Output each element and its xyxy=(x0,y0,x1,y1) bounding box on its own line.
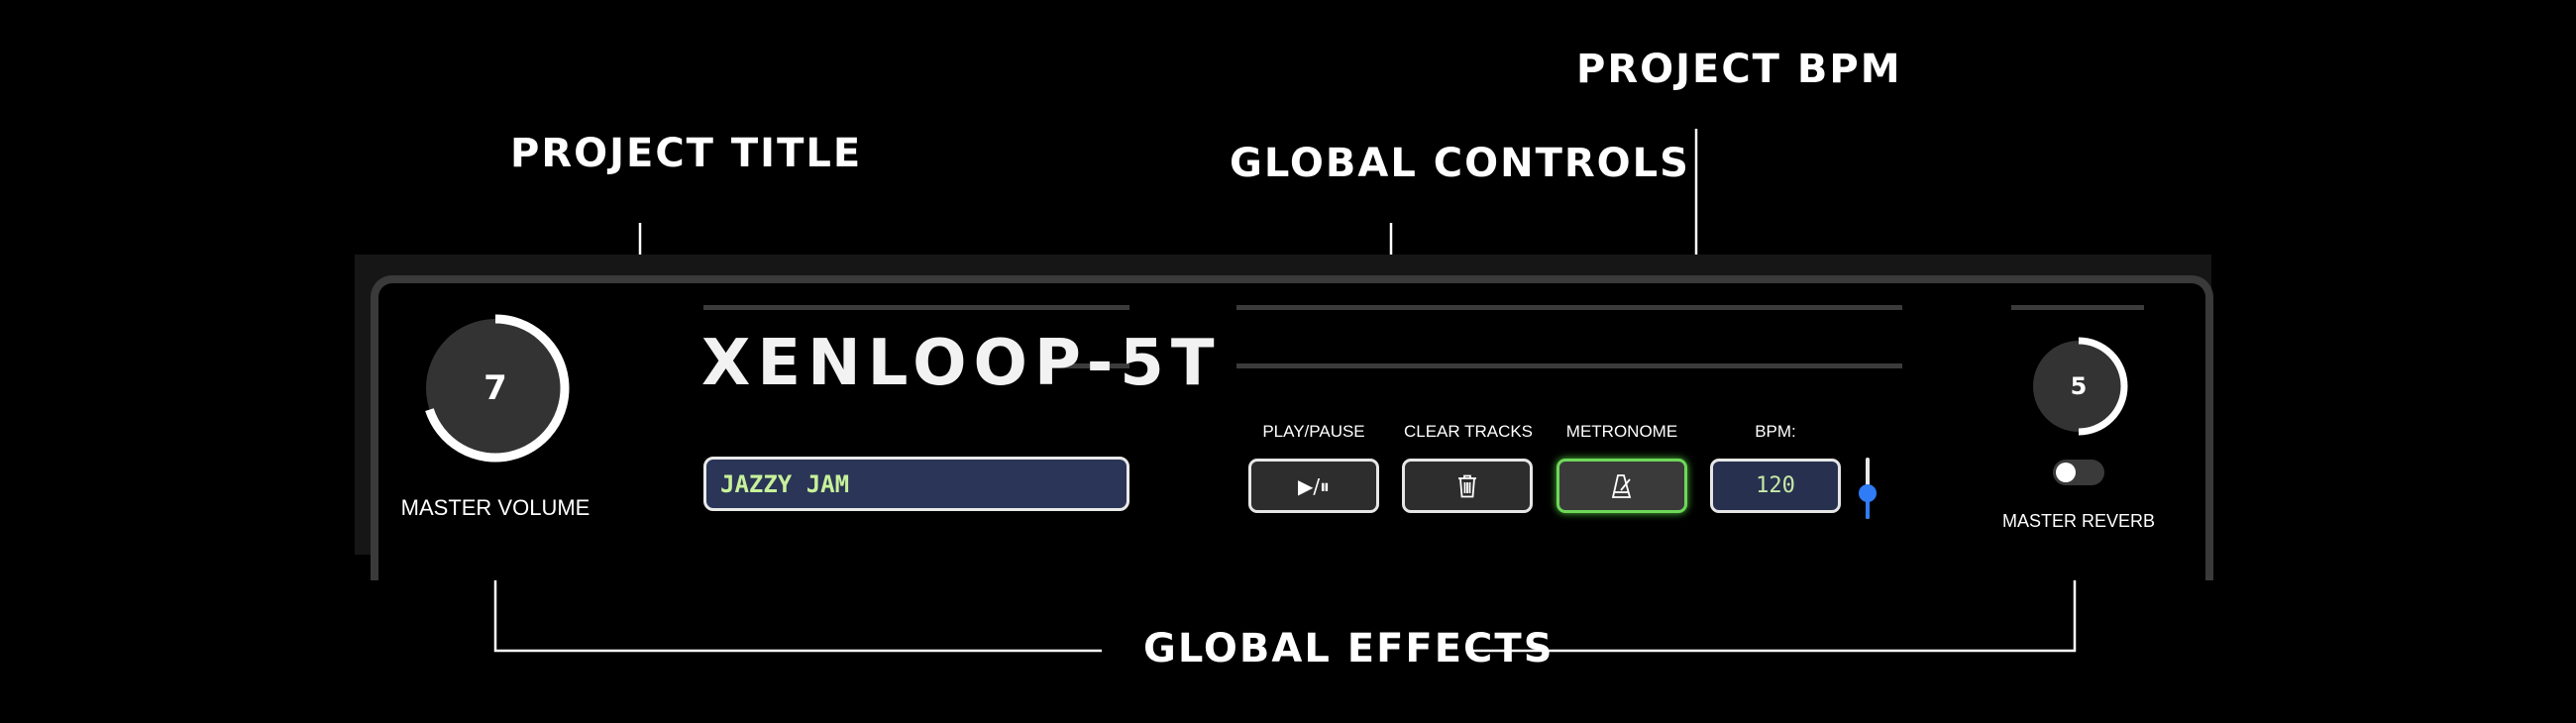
toggle-thumb xyxy=(2056,463,2076,482)
metronome-icon xyxy=(1611,473,1632,498)
master-reverb-toggle[interactable] xyxy=(2053,460,2104,485)
callout-project-title: PROJECT TITLE xyxy=(510,131,863,176)
trash-icon xyxy=(1458,474,1476,497)
knob-arc-icon xyxy=(425,314,570,463)
divider-bar xyxy=(1236,305,1902,310)
callout-global-controls: GLOBAL CONTROLS xyxy=(1230,141,1690,186)
master-reverb-value: 5 xyxy=(2070,372,2088,400)
clear-tracks-label: CLEAR TRACKS xyxy=(1403,422,1534,441)
bpm-field[interactable]: 120 xyxy=(1710,459,1841,513)
knob-arc-icon xyxy=(2033,337,2128,436)
master-reverb-knob[interactable]: 5 xyxy=(2029,337,2128,436)
master-volume-label: MASTER VOLUME xyxy=(400,495,590,520)
master-reverb-label: MASTER REVERB xyxy=(2001,511,2156,531)
bpm-label: BPM: xyxy=(1755,422,1796,441)
device-panel xyxy=(371,275,2213,580)
divider-bar xyxy=(1050,363,1129,368)
divider-bar xyxy=(1236,363,1902,368)
callout-global-effects: GLOBAL EFFECTS xyxy=(1143,626,1555,671)
play-pause-label: PLAY/PAUSE xyxy=(1262,422,1365,441)
project-title-field[interactable]: JAZZY JAM xyxy=(703,457,1129,511)
device-brand: XENLOOP-5T xyxy=(701,327,1222,400)
master-volume-knob[interactable]: 7 xyxy=(420,313,571,464)
divider-bar xyxy=(703,305,1129,310)
callout-project-bpm: PROJECT BPM xyxy=(1576,47,1902,92)
metronome-button[interactable] xyxy=(1556,459,1687,513)
divider-bar xyxy=(2011,305,2144,310)
play-pause-icon: ▶/⏸ xyxy=(1297,473,1331,498)
master-volume-value: 7 xyxy=(483,368,507,408)
play-pause-button[interactable]: ▶/⏸ xyxy=(1248,459,1379,513)
metronome-label: METRONOME xyxy=(1565,422,1678,441)
clear-tracks-button[interactable] xyxy=(1402,459,1533,513)
bpm-slider[interactable] xyxy=(1857,456,1878,521)
